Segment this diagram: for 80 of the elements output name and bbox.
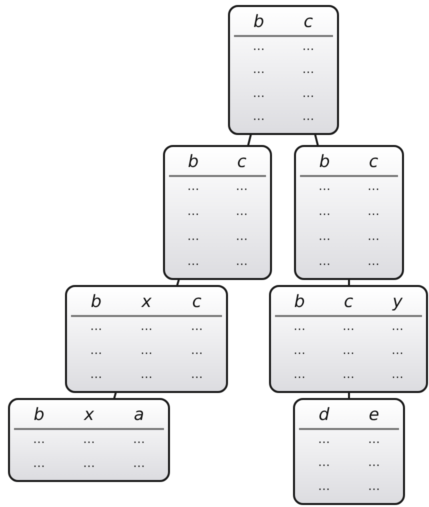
table-cell: ⋯: [190, 323, 203, 335]
table-cell: ⋯: [252, 90, 265, 102]
column-header: x: [84, 406, 94, 424]
table-cell: ⋯: [236, 232, 248, 245]
table-box: [163, 145, 272, 280]
table-cell: ⋯: [342, 371, 354, 383]
table-cell: ⋯: [236, 183, 248, 196]
table-cell: ⋯: [294, 323, 306, 335]
table-cell: ⋯: [368, 232, 380, 245]
column-header: a: [134, 406, 144, 424]
column-header: b: [90, 294, 102, 310]
table-cell: ⋯: [133, 460, 145, 472]
table-cell: ⋯: [318, 258, 330, 270]
table-cell: ⋯: [33, 436, 45, 448]
column-header: b: [294, 294, 305, 310]
column-header: b: [253, 14, 264, 30]
table-box: [65, 285, 228, 393]
table-cell: ⋯: [342, 323, 354, 335]
table-cell: ⋯: [236, 208, 248, 220]
table-cell: ⋯: [368, 208, 380, 220]
table-cell: ⋯: [90, 347, 102, 359]
table-cell: ⋯: [392, 371, 404, 383]
table-cell: ⋯: [302, 66, 314, 78]
column-header: y: [392, 294, 403, 310]
table-cell: ⋯: [318, 436, 330, 448]
column-header: c: [344, 294, 354, 310]
table-box: [293, 398, 405, 505]
table-cell: ⋯: [302, 42, 314, 55]
table-cell: ⋯: [252, 66, 265, 78]
table-cell: ⋯: [342, 347, 354, 359]
table-cell: ⋯: [318, 208, 330, 220]
table-cell: ⋯: [302, 113, 314, 126]
table-cell: ⋯: [392, 347, 404, 359]
table-cell: ⋯: [392, 323, 404, 335]
table-box: [228, 5, 339, 135]
column-header: d: [318, 406, 330, 424]
column-header: c: [192, 294, 202, 310]
column-header: b: [34, 406, 44, 424]
table-cell: ⋯: [302, 90, 314, 102]
table-cell: ⋯: [90, 371, 102, 383]
table-cell: ⋯: [187, 183, 200, 196]
table-cell: ⋯: [294, 347, 306, 359]
table-box: [8, 398, 170, 482]
connector-line: [247, 134, 252, 146]
table-cell: ⋯: [368, 436, 380, 448]
table-cell: ⋯: [318, 183, 330, 196]
column-header: b: [319, 154, 330, 170]
table-cell: ⋯: [294, 371, 306, 383]
table-cell: ⋯: [236, 258, 248, 270]
column-header: c: [304, 14, 313, 30]
table-cell: ⋯: [368, 258, 380, 270]
column-header: x: [141, 294, 152, 310]
table-cell: ⋯: [368, 459, 380, 472]
table-cell: ⋯: [187, 258, 200, 270]
table-cell: ⋯: [33, 460, 45, 472]
table-cell: ⋯: [318, 483, 330, 496]
table-cell: ⋯: [140, 323, 152, 335]
table-cell: ⋯: [90, 323, 102, 335]
table-cell: ⋯: [187, 232, 200, 245]
table-cell: ⋯: [187, 208, 200, 220]
table-cell: ⋯: [83, 460, 95, 472]
table-cell: ⋯: [133, 436, 145, 448]
column-header: c: [237, 154, 246, 170]
connector-line: [314, 134, 319, 146]
table-cell: ⋯: [140, 347, 152, 359]
column-header: b: [188, 154, 199, 170]
table-cell: ⋯: [318, 232, 330, 245]
table-box: [294, 145, 404, 280]
table-cell: ⋯: [190, 347, 203, 359]
table-cell: ⋯: [190, 371, 203, 383]
table-cell: ⋯: [252, 113, 265, 126]
table-cell: ⋯: [252, 42, 265, 55]
table-cell: ⋯: [140, 371, 152, 383]
table-box: [269, 285, 428, 393]
table-cell: ⋯: [83, 436, 95, 448]
column-header: c: [368, 154, 378, 170]
table-cell: ⋯: [368, 183, 380, 196]
table-cell: ⋯: [318, 459, 330, 472]
column-header: e: [368, 406, 380, 424]
table-cell: ⋯: [368, 483, 380, 496]
